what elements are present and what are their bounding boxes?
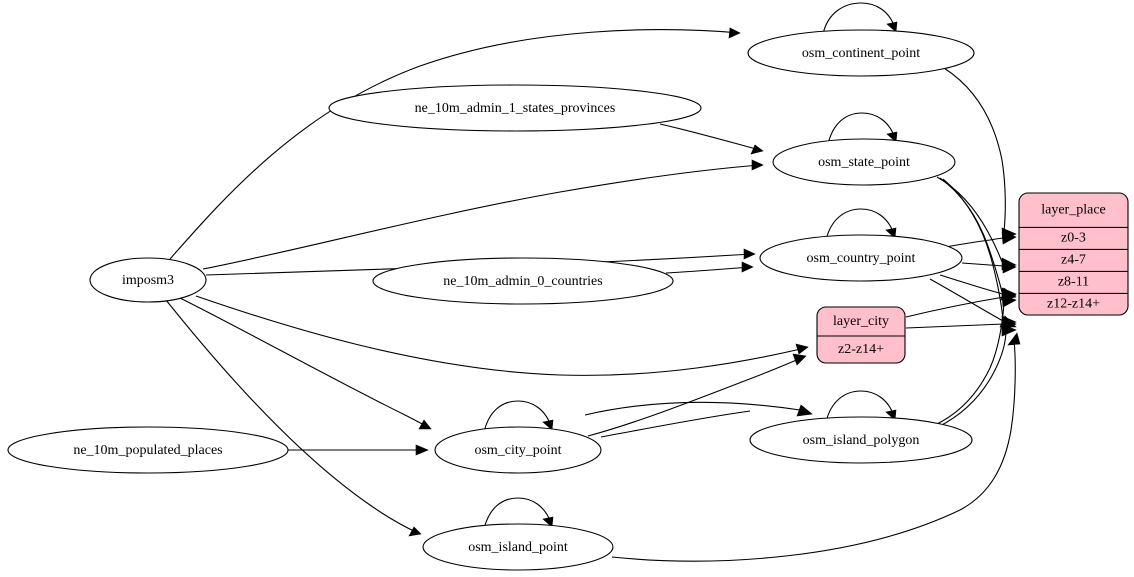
edge-imposm3-to-osm_continent_point (169, 27, 741, 260)
node-osm_island_point[interactable]: osm_island_point (422, 523, 614, 571)
node-osm_state_point[interactable]: osm_state_point (772, 138, 956, 186)
edge-imposm3-to-osm_state_point (202, 159, 764, 270)
edge-self-osm_island_point (483, 497, 554, 530)
node-ne_10m_populated_places[interactable]: ne_10m_populated_places (7, 426, 289, 474)
edge-self-osm_city_point (483, 400, 554, 433)
edge-imposm3-to-osm_island_point (165, 299, 422, 537)
node-label-ne_10m_admin_1_states_provinces: ne_10m_admin_1_states_provinces (415, 101, 616, 116)
edge-osm_island_polygon-to-layer_place-z8-11 (934, 294, 1017, 426)
node-label-ne_10m_populated_places: ne_10m_populated_places (73, 443, 222, 458)
layer_place-box[interactable] (1018, 192, 1129, 316)
layer_city-row-z2-z14[interactable]: z2-z14+ (838, 342, 884, 357)
node-layer: imposm3 ne_10m_admin_1_states_provinces … (7, 29, 975, 571)
edge-osm_country_point-to-layer_place-z0-3 (939, 231, 1017, 249)
edge-osm_city_point-to-layer_city (587, 353, 807, 437)
edge-ne_10m_admin_1_states_provinces-to-osm_state_point (659, 123, 764, 155)
node-ne_10m_admin_0_countries[interactable]: ne_10m_admin_0_countries (372, 257, 674, 305)
edge-ne_10m_populated_places-to-osm_city_point (288, 444, 429, 456)
node-label-osm_continent_point: osm_continent_point (802, 46, 920, 61)
edge-layer_city-to-layer_place-z12-z14 (905, 318, 1017, 331)
node-imposm3[interactable]: imposm3 (89, 257, 207, 303)
layer_place-row-z4-7[interactable]: z4-7 (1061, 253, 1086, 268)
edge-osm_island_point-to-layer_place-z12-z14 (611, 332, 1021, 562)
layer_place-row-z8-11[interactable]: z8-11 (1058, 275, 1089, 290)
layer_place-title: layer_place (1041, 203, 1106, 218)
node-label-imposm3: imposm3 (122, 273, 174, 288)
node-label-osm_city_point: osm_city_point (474, 443, 561, 458)
record-node-layer_place[interactable]: layer_place z0-3 z4-7 z8-11 z12-z14+ (1018, 192, 1129, 316)
edge-self-osm_country_point (825, 208, 897, 241)
edge-osm_continent_point-to-layer_place-z0-3 (943, 67, 1017, 241)
node-label-ne_10m_admin_0_countries: ne_10m_admin_0_countries (443, 274, 602, 289)
node-osm_country_point[interactable]: osm_country_point (759, 234, 963, 282)
edge-imposm3-to-layer_city (195, 295, 809, 376)
layer_city-box[interactable] (816, 306, 906, 364)
edge-self-osm_continent_point (822, 2, 898, 35)
node-label-osm_island_polygon: osm_island_polygon (803, 433, 920, 448)
edge-self-osm_state_point (827, 112, 898, 145)
node-osm_city_point[interactable]: osm_city_point (434, 426, 602, 474)
edge-ne_10m_admin_0_countries-to-osm_country_point (665, 261, 754, 274)
edge-layer (165, 2, 1021, 562)
node-label-osm_island_point: osm_island_point (468, 540, 568, 555)
node-osm_island_polygon[interactable]: osm_island_polygon (749, 416, 973, 464)
edge-crossing-to-osm_island_polygon (584, 401, 813, 417)
edge-osm_island_polygon-to-layer_place-z12-z14 (937, 323, 1017, 428)
layer_place-row-z12-z14[interactable]: z12-z14+ (1047, 297, 1100, 312)
record-node-layer_city[interactable]: layer_city z2-z14+ (816, 306, 906, 364)
node-osm_continent_point[interactable]: osm_continent_point (747, 29, 975, 77)
node-label-osm_country_point: osm_country_point (807, 251, 916, 266)
node-label-osm_state_point: osm_state_point (818, 155, 910, 170)
node-ne_10m_admin_1_states_provinces[interactable]: ne_10m_admin_1_states_provinces (328, 84, 702, 132)
layer_city-title: layer_city (833, 314, 889, 329)
layer_place-row-z0-3[interactable]: z0-3 (1061, 231, 1086, 246)
edge-osm_country_point-to-layer_place-z4-7 (961, 260, 1017, 274)
edge-imposm3-to-osm_city_point (179, 297, 432, 430)
edge-osm_city_point-to-osm_island_polygon (600, 410, 751, 438)
